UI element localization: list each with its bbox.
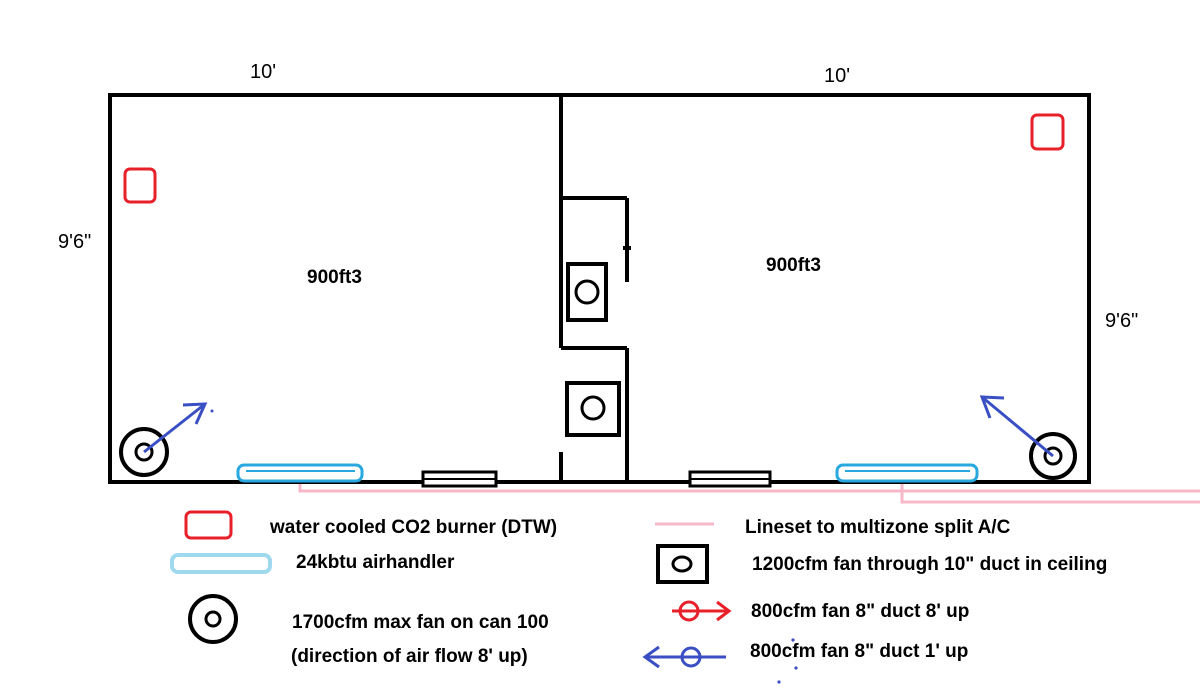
room-right-volume: 900ft3 bbox=[766, 255, 821, 276]
can-fan-left bbox=[119, 427, 169, 477]
legend-can-fan-label-line1: 1700cfm max fan on can 100 bbox=[292, 612, 549, 633]
airhandler-left bbox=[236, 463, 364, 483]
dimension-top-right: 10' bbox=[824, 65, 850, 87]
legend-red-duct-fan-label: 800cfm fan 8" duct 8' up bbox=[751, 601, 969, 622]
airflow-arrow-left bbox=[143, 402, 208, 454]
legend-ceiling-fan-label: 1200cfm fan through 10" duct in ceiling bbox=[752, 554, 1107, 575]
room-outline bbox=[108, 93, 1091, 484]
blue-dots bbox=[777, 638, 798, 684]
legend-lineset-label: Lineset to multizone split A/C bbox=[745, 517, 1011, 538]
dimension-left-side: 9'6" bbox=[58, 231, 91, 253]
co2-burner-left bbox=[123, 167, 157, 204]
ceiling-fan-upper bbox=[566, 262, 608, 322]
co2-burner-right bbox=[1030, 113, 1065, 151]
ceiling-fan-lower bbox=[565, 381, 621, 437]
legend-ceiling-fan-icon bbox=[656, 544, 709, 584]
legend-can-fan-icon bbox=[188, 594, 238, 644]
airhandler-right bbox=[835, 463, 979, 483]
dimension-top-left: 10' bbox=[250, 61, 276, 83]
legend-airhandler-label: 24kbtu airhandler bbox=[296, 552, 455, 573]
can-fan-right bbox=[1029, 432, 1077, 480]
legend-blue-duct-fan-icon bbox=[642, 645, 726, 669]
dimension-right-side: 9'6" bbox=[1105, 310, 1138, 332]
room-left-volume: 900ft3 bbox=[307, 267, 362, 288]
legend-can-fan-label-line2: (direction of air flow 8' up) bbox=[291, 646, 528, 667]
legend-airhandler-icon bbox=[170, 553, 272, 574]
legend-burner-icon bbox=[184, 510, 233, 540]
legend-red-duct-fan-icon bbox=[672, 600, 732, 622]
airflow-arrow-right bbox=[979, 395, 1054, 458]
legend-blue-duct-fan-label: 800cfm fan 8" duct 1' up bbox=[750, 641, 968, 662]
central-partition bbox=[559, 95, 631, 482]
legend-burner-label: water cooled CO2 burner (DTW) bbox=[269, 517, 557, 538]
